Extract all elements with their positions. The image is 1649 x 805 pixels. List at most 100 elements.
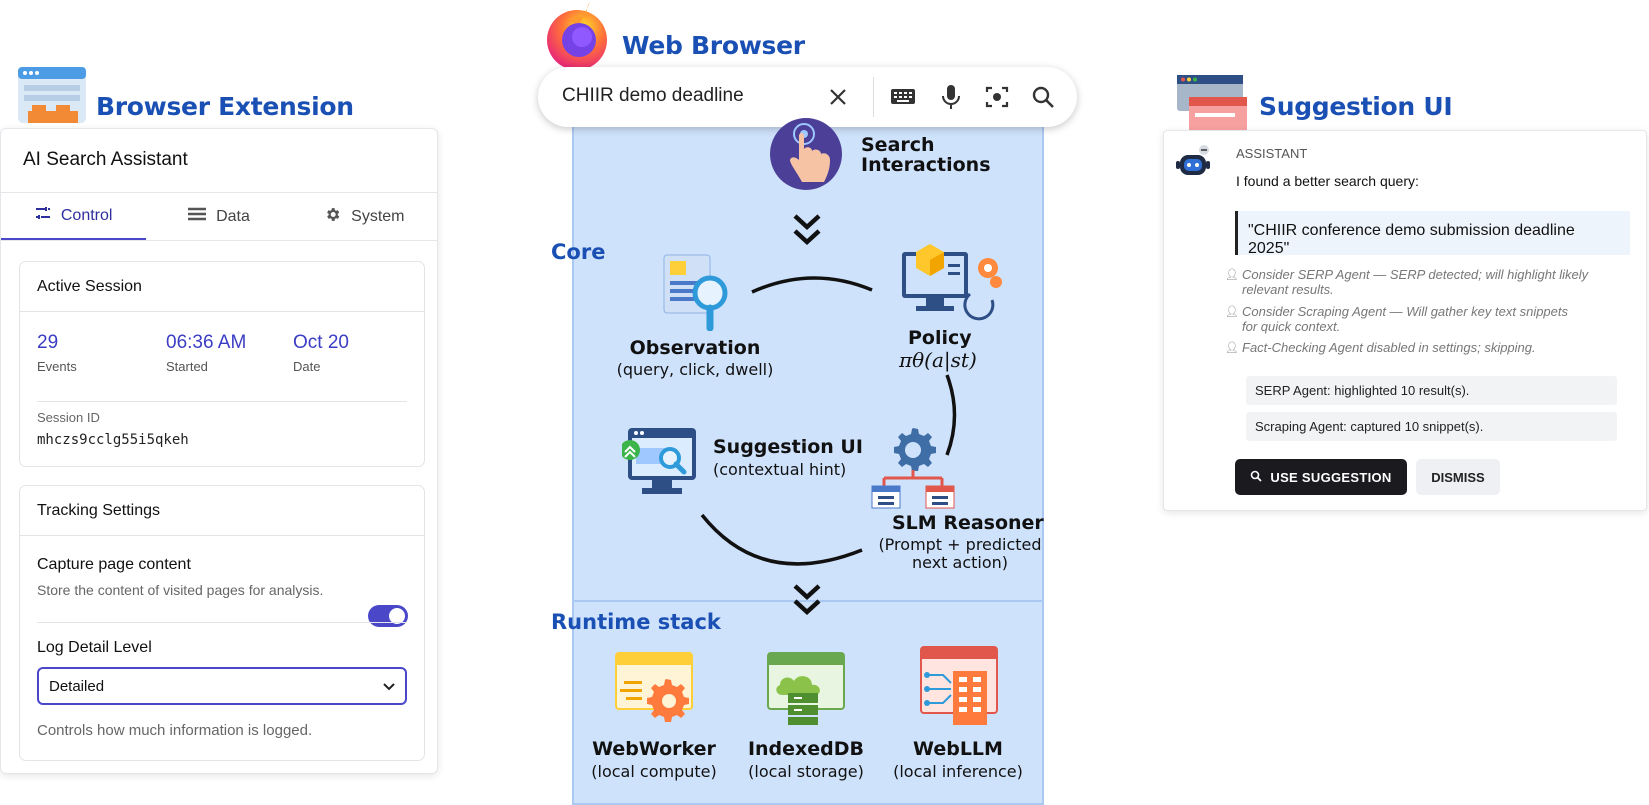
suggestion-ui-icon bbox=[620, 426, 702, 507]
observation-subtitle: (query, click, dwell) bbox=[616, 360, 774, 379]
chevron-down-icon bbox=[792, 213, 822, 252]
cycle-arcs bbox=[700, 276, 957, 566]
webllm-subtitle: (local inference) bbox=[893, 762, 1023, 781]
webllm-title: WebLLM bbox=[913, 738, 1003, 760]
close-icon[interactable] bbox=[828, 87, 848, 112]
keyboard-icon[interactable] bbox=[890, 87, 916, 112]
search-icon bbox=[1250, 470, 1263, 485]
webworker-title: WebWorker bbox=[592, 738, 716, 760]
tab-data-label: Data bbox=[216, 207, 250, 225]
gear-icon bbox=[324, 206, 341, 228]
agent-note-line1: Fact-Checking Agent disabled in settings… bbox=[1242, 340, 1536, 355]
agent-note: 👤︎ Fact-Checking Agent disabled in setti… bbox=[1225, 340, 1536, 355]
observation-title: Observation bbox=[629, 337, 761, 359]
indexeddb-icon bbox=[766, 651, 846, 732]
agent-note: 👤︎ Consider SERP Agent — SERP detected; … bbox=[1225, 267, 1589, 297]
capture-description: Store the content of visited pages for a… bbox=[37, 582, 324, 598]
browser-search-bar[interactable]: CHIIR demo deadline bbox=[538, 67, 1077, 127]
browser-extension-title: Browser Extension bbox=[96, 92, 354, 121]
policy-icon bbox=[900, 242, 1004, 327]
agent-note-line1: Consider SERP Agent — SERP detected; wil… bbox=[1242, 267, 1589, 282]
policy-title: Policy bbox=[908, 327, 972, 349]
control-icon bbox=[35, 206, 51, 225]
slm-reasoner-title: SLM Reasoner bbox=[892, 512, 1044, 534]
scraping-agent-status: Scraping Agent: captured 10 snippet(s). bbox=[1246, 412, 1617, 441]
extension-tabs: Control Data System bbox=[1, 193, 437, 241]
stat-date-label: Date bbox=[293, 359, 321, 374]
person-icon: 👤︎ bbox=[1225, 306, 1239, 318]
extension-header: AI Search Assistant bbox=[1, 129, 437, 193]
stat-started-label: Started bbox=[166, 359, 208, 374]
session-id-value: mhczs9cclg55i5qkeh bbox=[37, 432, 189, 448]
active-session-title: Active Session bbox=[20, 262, 424, 312]
stat-events: 29 Events bbox=[37, 332, 77, 374]
log-level-select[interactable]: Detailed bbox=[37, 667, 407, 705]
suggested-query: "CHIIR conference demo submission deadli… bbox=[1235, 211, 1630, 257]
search-bar-separator bbox=[873, 77, 874, 117]
browser-window-icon bbox=[18, 65, 86, 125]
webllm-icon bbox=[919, 645, 999, 732]
session-divider bbox=[37, 401, 407, 402]
agent-note-line2: relevant results. bbox=[1242, 282, 1334, 297]
stat-events-value: 29 bbox=[37, 332, 59, 353]
search-icon[interactable] bbox=[1031, 85, 1055, 114]
robot-avatar-icon bbox=[1176, 145, 1212, 184]
suggestion-ui-title: Suggestion UI bbox=[1259, 92, 1453, 121]
chevron-down-icon bbox=[792, 583, 822, 622]
stat-started-value: 06:36 AM bbox=[166, 332, 247, 353]
suggestion-panel: ASSISTANT I found a better search query:… bbox=[1163, 130, 1647, 511]
webworker-icon bbox=[614, 651, 694, 732]
extension-panel: AI Search Assistant Control Data System … bbox=[0, 128, 438, 774]
slm-reasoner-icon bbox=[870, 426, 956, 515]
assistant-intro: I found a better search query: bbox=[1236, 173, 1419, 189]
stat-date-value: Oct 20 bbox=[293, 332, 349, 353]
session-id-label: Session ID bbox=[37, 410, 100, 425]
chevron-down-icon bbox=[383, 678, 395, 695]
log-level-label: Log Detail Level bbox=[37, 639, 152, 656]
slm-reasoner-sub2: next action) bbox=[911, 553, 1009, 572]
core-runtime-divider bbox=[572, 600, 1044, 602]
dismiss-button[interactable]: DISMISS bbox=[1416, 459, 1500, 495]
capture-toggle[interactable] bbox=[368, 605, 408, 627]
policy-formula: πθ(a|st) bbox=[899, 348, 977, 372]
agent-note: 👤︎ Consider Scraping Agent — Will gather… bbox=[1225, 304, 1569, 334]
runtime-stack-label: Runtime stack bbox=[551, 610, 721, 634]
stat-events-label: Events bbox=[37, 359, 77, 374]
core-label: Core bbox=[551, 240, 606, 264]
tracking-settings-title: Tracking Settings bbox=[20, 486, 424, 536]
tab-system[interactable]: System bbox=[292, 193, 437, 240]
person-icon: 👤︎ bbox=[1225, 269, 1239, 281]
tracking-settings-card: Tracking Settings Capture page content S… bbox=[19, 485, 425, 761]
webworker-subtitle: (local compute) bbox=[591, 762, 717, 781]
tracking-divider bbox=[37, 622, 407, 623]
slm-reasoner-sub1: (Prompt + predicted bbox=[878, 535, 1042, 554]
suggestion-node-title: Suggestion UI bbox=[713, 436, 863, 458]
suggestion-window-icon bbox=[1177, 75, 1247, 138]
camera-icon[interactable] bbox=[985, 85, 1009, 114]
use-suggestion-button[interactable]: USE SUGGESTION bbox=[1235, 459, 1407, 495]
capture-label: Capture page content bbox=[37, 556, 191, 573]
agent-note-line1: Consider Scraping Agent — Will gather ke… bbox=[1242, 304, 1569, 319]
stat-started: 06:36 AM Started bbox=[166, 332, 246, 374]
firefox-logo-icon bbox=[542, 0, 612, 70]
assistant-role-label: ASSISTANT bbox=[1236, 146, 1308, 161]
web-browser-title: Web Browser bbox=[622, 31, 805, 60]
observation-icon bbox=[660, 251, 736, 336]
mic-icon[interactable] bbox=[941, 84, 961, 115]
suggestion-node-subtitle: (contextual hint) bbox=[713, 460, 847, 479]
touch-interaction-icon bbox=[768, 118, 844, 195]
tab-system-label: System bbox=[351, 207, 405, 225]
list-icon bbox=[188, 207, 207, 226]
policy-formula-text: πθ(a|st) bbox=[899, 348, 977, 372]
tab-control-label: Control bbox=[60, 206, 113, 224]
log-level-help: Controls how much information is logged. bbox=[37, 722, 313, 739]
person-icon: 👤︎ bbox=[1225, 342, 1239, 354]
tab-data[interactable]: Data bbox=[146, 193, 291, 240]
active-session-card: Active Session 29 Events 06:36 AM Starte… bbox=[19, 261, 425, 467]
tab-control[interactable]: Control bbox=[1, 193, 147, 240]
log-level-value: Detailed bbox=[49, 677, 105, 695]
use-suggestion-label: USE SUGGESTION bbox=[1270, 469, 1392, 485]
indexeddb-subtitle: (local storage) bbox=[748, 762, 864, 781]
search-interactions-line2: Interactions bbox=[861, 154, 991, 176]
agent-note-line2: for quick context. bbox=[1242, 319, 1341, 334]
